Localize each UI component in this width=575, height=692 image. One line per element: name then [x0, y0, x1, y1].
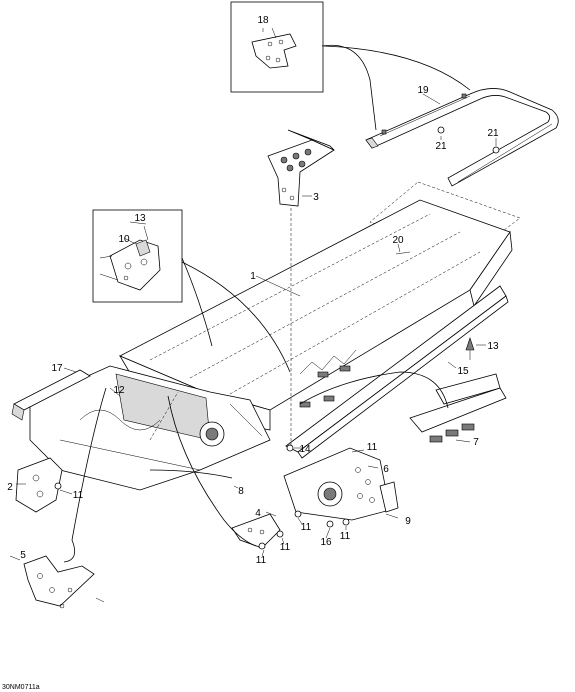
rail-15 — [285, 285, 509, 459]
callout-16: 16 — [320, 537, 332, 548]
skid-plate-7 — [409, 373, 507, 443]
callout-8: 8 — [238, 486, 244, 497]
callout-11-e: 11 — [280, 542, 291, 553]
callout-19: 19 — [417, 85, 429, 96]
callout-21-b: 21 — [435, 141, 447, 152]
callout-2: 2 — [7, 482, 13, 493]
callout-11-b: 11 — [73, 490, 84, 501]
callout-13-a: 13 — [134, 213, 146, 224]
callout-11-d: 11 — [340, 531, 351, 542]
callout-3: 3 — [313, 192, 319, 203]
callout-18: 18 — [257, 15, 269, 26]
callout-13-b: 13 — [487, 341, 499, 352]
bracket-4 — [231, 513, 281, 549]
callout-11-c: 11 — [301, 522, 312, 533]
callout-21-a: 21 — [487, 128, 499, 139]
callout-labels: 18 19 21 21 3 13 10 20 1 13 17 15 12 7 1… — [2, 15, 499, 691]
callout-7: 7 — [473, 437, 479, 448]
callout-11-f: 11 — [256, 555, 267, 566]
callout-20: 20 — [392, 235, 404, 246]
callout-10: 10 — [118, 234, 130, 245]
rear-bumper-19 — [365, 88, 559, 187]
bracket-9 — [379, 481, 399, 513]
front-frame — [29, 365, 271, 491]
bracket-2 — [15, 457, 63, 513]
rail-17 — [11, 369, 91, 421]
callout-9: 9 — [405, 516, 411, 527]
cable-8 — [149, 469, 233, 479]
bracket-5 — [23, 555, 105, 609]
callout-5: 5 — [20, 550, 26, 561]
callout-1: 1 — [250, 271, 256, 282]
callout-6: 6 — [383, 464, 389, 475]
callout-11-a: 11 — [367, 442, 378, 453]
callout-17: 17 — [51, 363, 63, 374]
leader-lines — [16, 28, 497, 563]
callout-4: 4 — [255, 508, 261, 519]
inset-box-detail-10-13 — [92, 209, 183, 303]
bracket-3 — [267, 129, 335, 207]
callout-12: 12 — [113, 385, 125, 396]
callout-15: 15 — [457, 366, 469, 377]
fasteners — [9, 126, 500, 561]
drawing-code: 30NM0711a — [2, 684, 40, 691]
inset-box-bracket-18 — [230, 1, 324, 93]
bracket-6 — [283, 447, 391, 521]
callout-14: 14 — [299, 444, 311, 455]
